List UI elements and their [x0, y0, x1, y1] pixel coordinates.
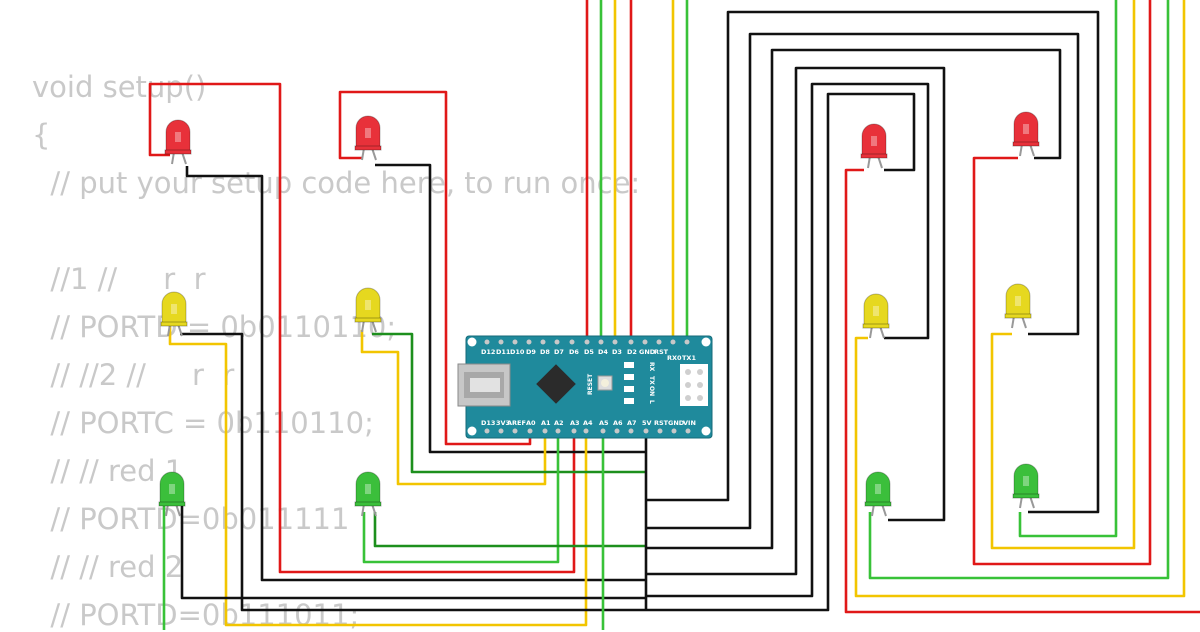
- wire-black-led5-cathode[interactable]: [180, 506, 646, 600]
- wire-red-right-2[interactable]: [972, 0, 1152, 566]
- pin-label-d12: D12: [481, 348, 495, 356]
- pin-label-rx0: RX0: [667, 354, 682, 362]
- reset-label: RESET: [587, 373, 594, 395]
- pin-label-a6: A6: [613, 419, 623, 427]
- pin-label-a7: A7: [627, 419, 637, 427]
- wire-green-led6-anode[interactable]: [362, 428, 560, 564]
- pin-label-a4: A4: [583, 419, 593, 427]
- pin-label-d7: D7: [554, 348, 564, 356]
- wire-yellow-right-2[interactable]: [990, 0, 1136, 550]
- code-line-6: // PORTD = 0b0110110;: [32, 310, 397, 344]
- wire-black-led3-cathode[interactable]: [180, 332, 646, 612]
- pin-label-rst-bottom: RST: [654, 419, 669, 427]
- led-green-4[interactable]: [1012, 463, 1040, 509]
- led-yellow-2[interactable]: [354, 287, 382, 333]
- pin-label-aref: AREF: [507, 419, 526, 427]
- pin-label-5v: 5V: [642, 419, 652, 427]
- wire-black-right-5[interactable]: [646, 82, 930, 598]
- led-label-rx: RX: [648, 362, 655, 372]
- led-yellow-1[interactable]: [160, 291, 188, 337]
- code-line-12: // PORTD=0b111011;: [32, 598, 360, 632]
- pin-label-d3: D3: [612, 348, 622, 356]
- led-label-on: ON: [648, 386, 655, 396]
- pin-label-d4: D4: [598, 348, 608, 356]
- led-yellow-3[interactable]: [862, 293, 890, 339]
- pin-label-a2: A2: [554, 419, 564, 427]
- led-green-1[interactable]: [158, 471, 186, 517]
- led-red-1[interactable]: [164, 119, 192, 165]
- pin-label-a5: A5: [599, 419, 609, 427]
- microcontroller-chip: [536, 364, 576, 404]
- pin-label-d9: D9: [526, 348, 536, 356]
- pin-label-d2: D2: [627, 348, 637, 356]
- wire-black-right-6[interactable]: [646, 92, 916, 612]
- code-line-11: // // red 2: [32, 550, 184, 584]
- code-line-10: // PORTD=0b011111: [32, 502, 350, 536]
- arduino-nano-board[interactable]: RESET TX RX ON L: [457, 335, 713, 439]
- reset-button[interactable]: [601, 379, 609, 387]
- pin-label-a1: A1: [541, 419, 551, 427]
- pin-label-d8: D8: [540, 348, 550, 356]
- wire-red-led1-anode[interactable]: [148, 82, 576, 574]
- led-green-3[interactable]: [864, 471, 892, 517]
- pin-label-tx1: TX1: [682, 354, 696, 362]
- pin-label-gnd-top: GND: [639, 348, 656, 356]
- wire-green-right-2[interactable]: [1018, 0, 1118, 538]
- led-yellow-4[interactable]: [1004, 283, 1032, 329]
- code-line-7: // //2 // r r: [32, 358, 235, 392]
- wire-black-right-3[interactable]: [646, 48, 1062, 550]
- wire-black-right-4[interactable]: [646, 66, 946, 576]
- pin-label-rst-top: RST: [654, 348, 669, 356]
- wire-black-led1-cathode[interactable]: [185, 166, 646, 582]
- wire-darkgreen-led6-cathode[interactable]: [373, 512, 646, 548]
- wire-yellow-right-1[interactable]: [854, 0, 1186, 598]
- wire-black-right-2[interactable]: [646, 32, 1080, 530]
- pin-label-3v3: 3V3: [496, 419, 510, 427]
- led-red-4[interactable]: [1012, 111, 1040, 157]
- wire-black-led2-cathode[interactable]: [375, 163, 646, 454]
- pin-label-d10: D10: [510, 348, 525, 356]
- usb-connector: [457, 363, 511, 407]
- pin-label-gnd-bottom: GND: [668, 419, 685, 427]
- pin-label-a3: A3: [570, 419, 580, 427]
- wire-darkgreen-led4-cathode[interactable]: [372, 332, 646, 474]
- pin-label-vin: VIN: [683, 419, 696, 427]
- wire-yellow-led3-anode[interactable]: [168, 322, 588, 627]
- led-label-tx: TX: [648, 376, 655, 385]
- led-red-3[interactable]: [860, 123, 888, 169]
- code-line-3: // put your setup code here, to run once…: [32, 166, 641, 200]
- pin-label-d5: D5: [584, 348, 594, 356]
- pin-label-d6: D6: [569, 348, 579, 356]
- led-green-2[interactable]: [354, 471, 382, 517]
- code-line-1: void setup(): [32, 70, 207, 104]
- code-line-2: {: [32, 118, 51, 152]
- wire-yellow-led4-anode[interactable]: [360, 330, 547, 486]
- pin-label-d11: D11: [496, 348, 511, 356]
- pin-label-a0: A0: [526, 419, 536, 427]
- wire-red-right-1[interactable]: [844, 168, 1200, 614]
- pin-label-d13: D13: [481, 419, 495, 427]
- led-red-2[interactable]: [354, 115, 382, 161]
- wire-green-right-1[interactable]: [868, 0, 1170, 580]
- led-label-l: L: [648, 400, 655, 404]
- wire-red-led2-anode[interactable]: [338, 90, 532, 446]
- code-line-5: //1 // r r: [32, 262, 206, 296]
- wire-black-right-1[interactable]: [646, 10, 1100, 514]
